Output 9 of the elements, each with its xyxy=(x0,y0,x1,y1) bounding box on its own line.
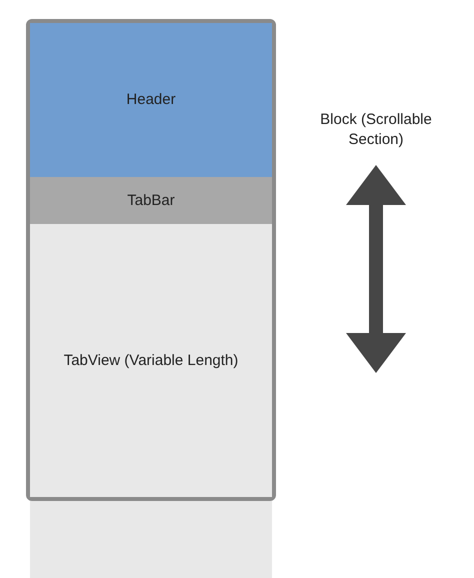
tab-view-section xyxy=(30,224,272,497)
overflow-area xyxy=(30,501,272,578)
phone-frame xyxy=(26,19,276,501)
header-section xyxy=(30,23,272,177)
section-label: TabBar xyxy=(127,192,175,208)
note-label: Block (Scrollable Section) xyxy=(319,110,433,150)
tab-bar-section xyxy=(30,177,272,224)
section-label: TabView (Variable Length) xyxy=(64,352,238,368)
section-label: Header xyxy=(126,91,176,108)
